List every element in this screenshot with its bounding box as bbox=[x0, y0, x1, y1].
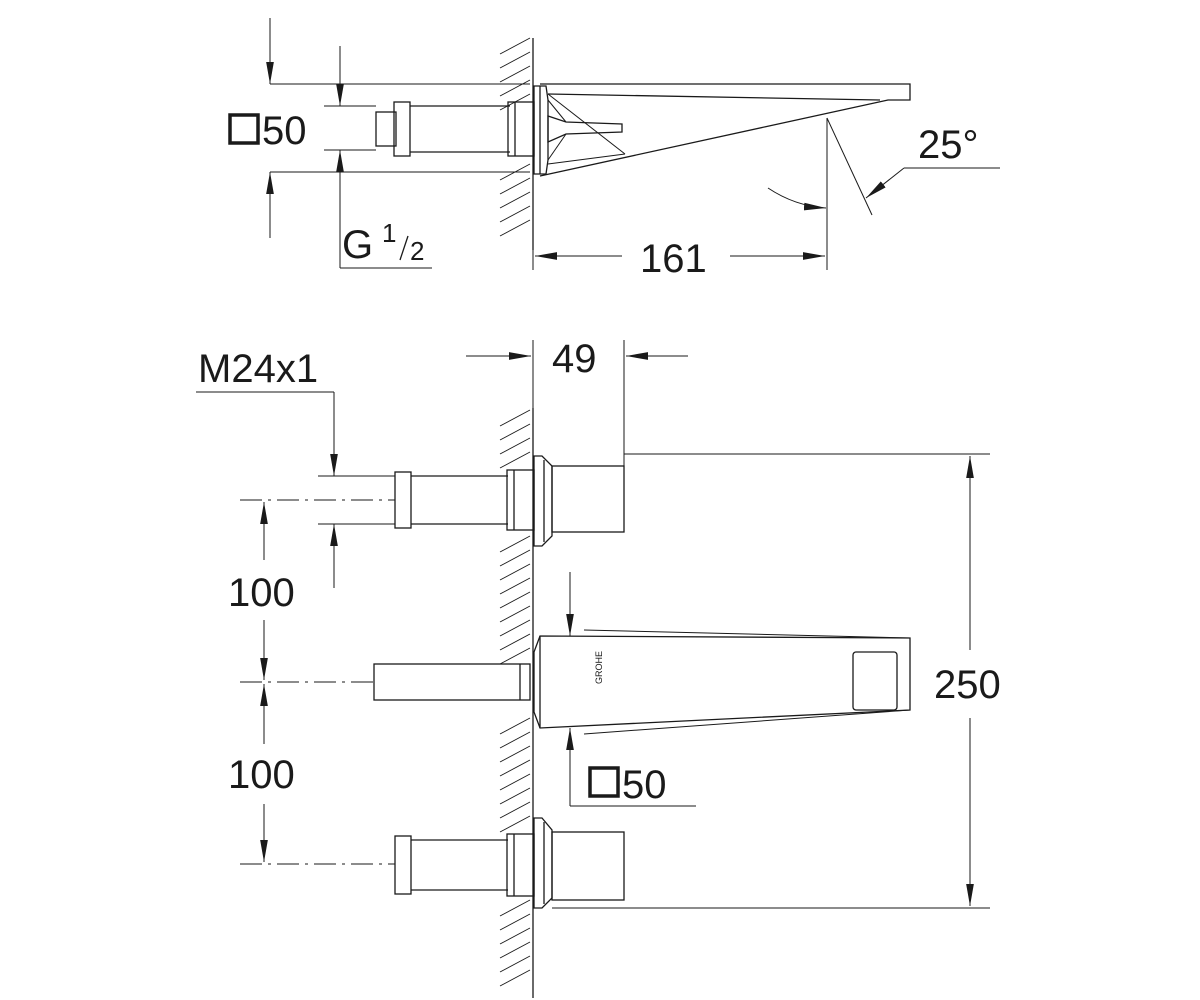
wall-hatch-line bbox=[499, 605, 531, 623]
dim-projection-front: 49 bbox=[466, 337, 688, 466]
wall-hatch-line bbox=[499, 451, 531, 469]
wall-hatch-line bbox=[499, 717, 531, 735]
wall-hatch-line bbox=[499, 563, 531, 581]
top-view: 50 G 1 2 161 25° bbox=[228, 18, 1000, 281]
front-view: GROHE M24x1 bbox=[196, 337, 1001, 998]
thread-m-label: M24x1 bbox=[198, 347, 318, 391]
wall-hatch-line bbox=[499, 51, 531, 69]
square-symbol bbox=[228, 113, 260, 145]
wall-hatch-line bbox=[499, 731, 531, 749]
dim-length-top: 161 bbox=[532, 118, 828, 281]
wall-hatch-line bbox=[499, 37, 531, 55]
dim-square-front: 50 bbox=[566, 572, 696, 807]
wall-hatch-line bbox=[499, 815, 531, 833]
wall-hatch-line bbox=[499, 409, 531, 427]
wall-hatch-line bbox=[499, 913, 531, 931]
wall-hatch-line bbox=[499, 941, 531, 959]
square-size-label-front: 50 bbox=[622, 763, 667, 807]
wall-hatch-line bbox=[499, 647, 531, 665]
dim-height-front: 250 bbox=[552, 453, 1001, 909]
pipe-connector-top bbox=[375, 101, 535, 157]
spacing-upper-label: 100 bbox=[228, 571, 295, 615]
wall-hatch-line bbox=[499, 591, 531, 609]
wall-hatch-line bbox=[499, 633, 531, 651]
wall-top bbox=[499, 37, 534, 250]
center-lines bbox=[240, 499, 395, 865]
wall-hatch-line bbox=[499, 65, 531, 83]
square-symbol-front bbox=[588, 766, 620, 798]
wall-hatch-line bbox=[499, 801, 531, 819]
thread-denominator: 2 bbox=[410, 236, 424, 266]
wall-hatch-line bbox=[499, 577, 531, 595]
wall-hatch-line bbox=[499, 899, 531, 917]
thread-numerator: 1 bbox=[382, 218, 396, 248]
wall-hatch-line bbox=[499, 79, 531, 97]
spacing-lower-label: 100 bbox=[228, 753, 295, 797]
angle-label: 25° bbox=[918, 123, 979, 167]
dim-angle-top: 25° bbox=[767, 117, 1000, 216]
thread-g-label: G bbox=[342, 223, 373, 267]
square-size-label-top: 50 bbox=[262, 109, 307, 153]
spout-front: GROHE bbox=[373, 629, 911, 735]
wall-hatch-line bbox=[499, 191, 531, 209]
wall-hatch-line bbox=[499, 549, 531, 567]
length-label: 161 bbox=[640, 237, 707, 281]
wall-hatch-line bbox=[499, 219, 531, 237]
wall-hatch-line bbox=[499, 927, 531, 945]
projection-label: 49 bbox=[552, 337, 597, 381]
lower-valve bbox=[394, 817, 625, 909]
rosette-top bbox=[533, 85, 549, 175]
wall-hatch-line bbox=[499, 969, 531, 987]
wall-front bbox=[499, 408, 534, 998]
wall-hatch-line bbox=[499, 619, 531, 637]
wall-hatch-line bbox=[499, 423, 531, 441]
wall-hatch-line bbox=[499, 773, 531, 791]
wall-hatch-line bbox=[499, 535, 531, 553]
wall-hatch-line bbox=[499, 759, 531, 777]
upper-valve bbox=[394, 455, 625, 547]
wall-hatch-line bbox=[499, 955, 531, 973]
height-label: 250 bbox=[934, 663, 1001, 707]
wall-hatch-line bbox=[499, 177, 531, 195]
dim-thread-front: M24x1 bbox=[196, 347, 395, 588]
wall-hatch-line bbox=[499, 205, 531, 223]
wall-hatch-line bbox=[499, 437, 531, 455]
dim-spacing-front: 100 100 bbox=[228, 502, 295, 862]
spout-top bbox=[539, 83, 911, 177]
wall-hatch-line bbox=[499, 787, 531, 805]
dim-square-top: 50 G 1 2 bbox=[228, 18, 530, 269]
wall-hatch-line bbox=[499, 745, 531, 763]
logo-mark: GROHE bbox=[594, 651, 604, 684]
